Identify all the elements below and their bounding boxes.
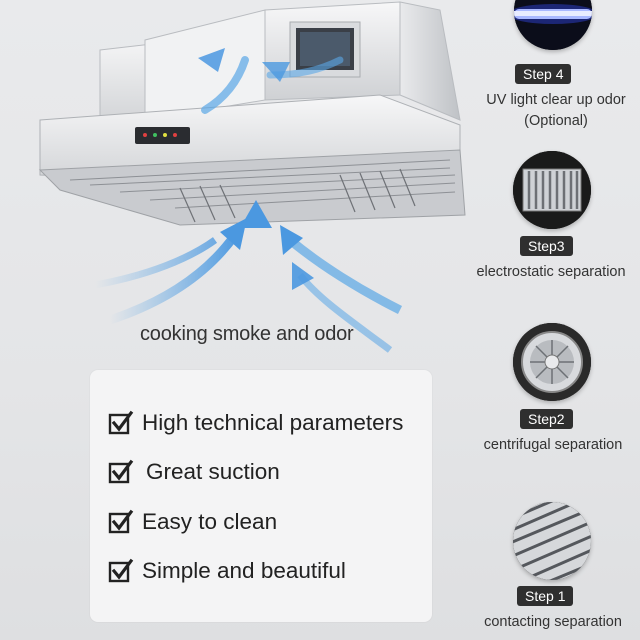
- electrostatic-filter-icon: [513, 151, 591, 229]
- step-description: electrostatic separation: [476, 264, 626, 280]
- step-badge: Step 1: [517, 586, 574, 606]
- feature-label: Easy to clean: [142, 509, 278, 534]
- step-description: UV light clear up odor: [486, 92, 626, 108]
- checkbox-checked-icon: [108, 459, 134, 484]
- step-description: centrifugal separation: [483, 437, 623, 453]
- feature-item: Great suction: [108, 459, 280, 485]
- feature-label: Great suction: [146, 459, 280, 484]
- feature-item: Easy to clean: [108, 509, 277, 535]
- uv-lamp-icon: [514, 0, 592, 50]
- baffle-filter-icon: [513, 502, 591, 580]
- step-badge: Step2: [520, 409, 573, 429]
- smoke-label: cooking smoke and odor: [140, 323, 354, 345]
- checkbox-checked-icon: [108, 558, 134, 583]
- feature-label: High technical parameters: [142, 410, 404, 435]
- centrifugal-fan-icon: [513, 323, 591, 401]
- feature-item: Simple and beautiful: [108, 558, 346, 584]
- checkbox-checked-icon: [108, 410, 134, 435]
- range-hood-illustration: [38, 1, 466, 353]
- checkbox-checked-icon: [108, 509, 134, 534]
- feature-item: High technical parameters: [108, 410, 403, 436]
- feature-label: Simple and beautiful: [142, 558, 346, 583]
- step-badge: Step3: [520, 236, 573, 256]
- features-panel: High technical parameters Great suction …: [90, 370, 432, 622]
- step-description-note: (Optional): [524, 113, 588, 129]
- step-description: contacting separation: [484, 614, 622, 630]
- step-badge: Step 4: [515, 64, 572, 84]
